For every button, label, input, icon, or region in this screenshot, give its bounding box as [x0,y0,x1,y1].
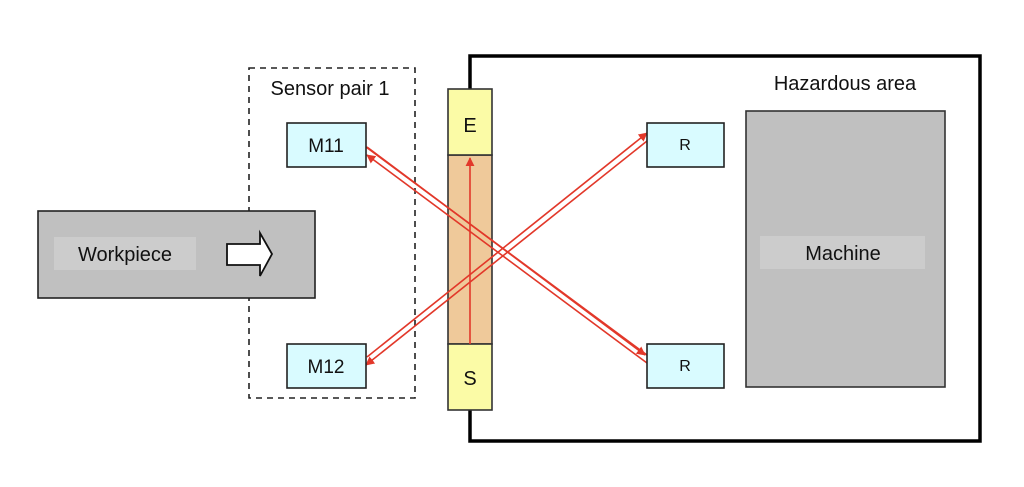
machine-label-bg [760,236,925,269]
receiver-bottom-label: R [679,358,691,375]
emitter-top [447,88,493,156]
right-arrow-icon [226,229,274,277]
mirror-m11: M11 [286,122,367,168]
machine-label: Machine [805,243,881,265]
emitter-bottom [447,343,493,411]
mirror-m12-label: M12 [308,357,345,378]
beam-m12-in [365,140,648,366]
receiver-top: R [646,122,725,168]
sensor-pair-label: Sensor pair 1 [271,78,390,100]
emitter-bottom-label: S [463,368,476,390]
emitter-top-label: E [463,115,476,137]
machine: Machine [745,110,946,388]
beam-to-r-bottom [366,146,646,356]
workpiece-label: Workpiece [78,244,172,266]
workpiece-label-bg [54,237,196,270]
hazardous-area: Hazardous area [468,54,982,443]
receiver-top-box [646,122,725,168]
receiver-bottom-box [646,343,725,389]
beam-m11-in [366,154,648,364]
beams [365,132,648,366]
beam-m12-out [366,132,648,358]
mirror-m12-box [286,343,367,389]
mirror-m12: M12 [286,343,367,389]
workpiece: Workpiece [37,210,316,299]
hazardous-area-label: Hazardous area [774,73,917,95]
mirror-m11-label: M11 [308,136,344,157]
mirror-m11-box [286,122,367,168]
receiver-top-label: R [679,137,691,154]
hazardous-area-border [468,54,982,443]
receiver-bottom: R [646,343,725,389]
